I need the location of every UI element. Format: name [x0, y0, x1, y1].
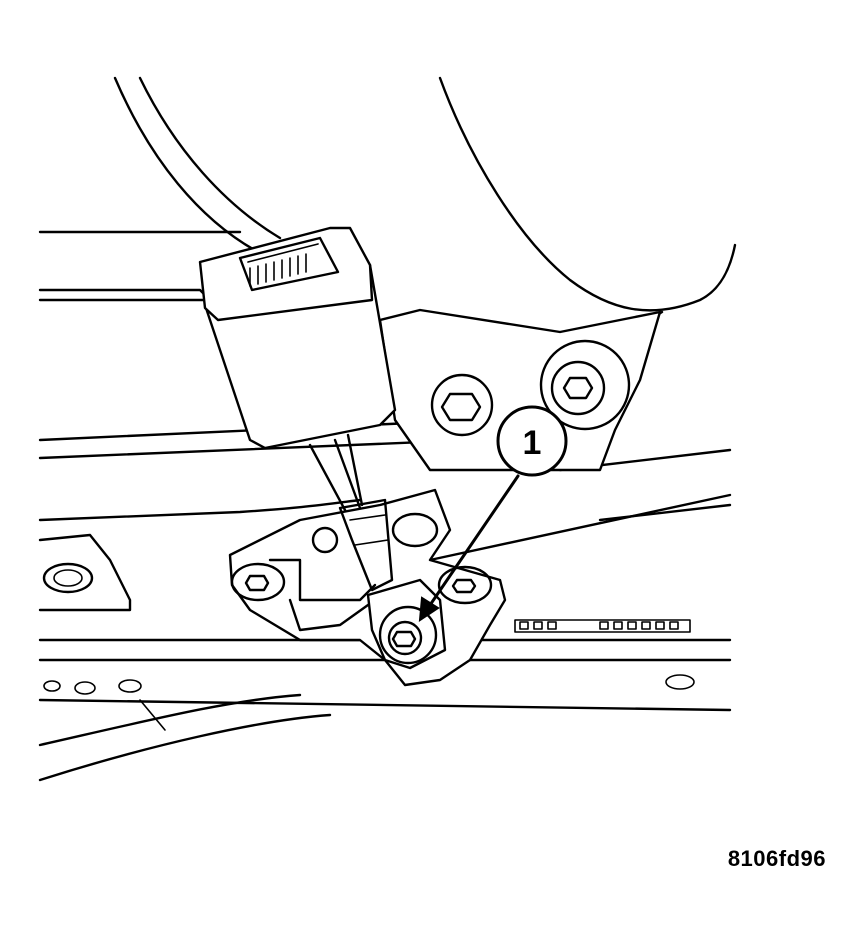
- seat-belt-buckle: [198, 226, 397, 450]
- callout-leader-arrow: [418, 474, 520, 622]
- rail-slots: [43, 619, 695, 695]
- figure-id: 8106fd96: [727, 846, 826, 871]
- buckle-webbing: [308, 433, 394, 592]
- callout-1-label: 1: [523, 424, 542, 462]
- buckle-anchor-bracket: [228, 488, 507, 687]
- callout-1: 1: [496, 405, 568, 477]
- rear-seat-bracket: [378, 308, 662, 472]
- left-bracket: [38, 533, 132, 612]
